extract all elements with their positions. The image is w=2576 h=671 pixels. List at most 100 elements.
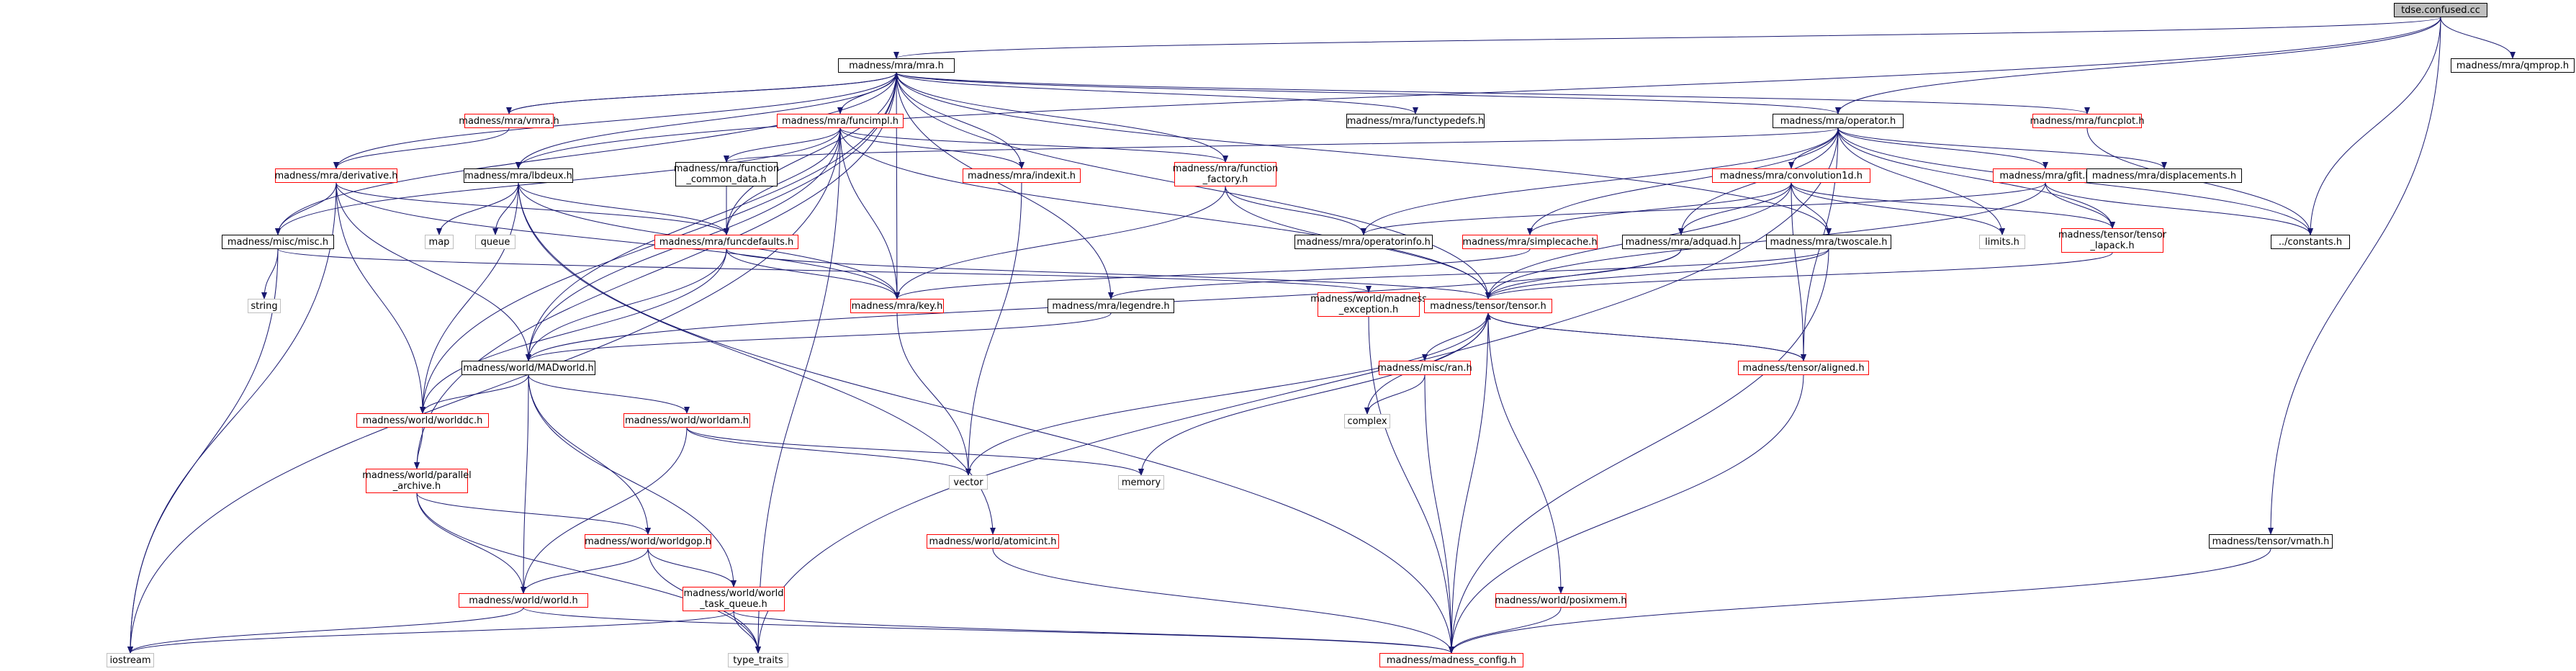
edge-mra-to-lbdeux bbox=[515, 72, 897, 169]
node-vmath-h[interactable]: madness/tensor/vmath.h bbox=[2209, 534, 2333, 549]
node-function-factory-h[interactable]: madness/mra/function _factory.h bbox=[1172, 162, 1279, 186]
edge-lbdeux-to-atomicint bbox=[518, 182, 996, 535]
edge-operator-to-limits bbox=[1837, 127, 2005, 235]
edge-root-to-vmath bbox=[2268, 17, 2441, 535]
edge-funcdefaults-to-tensor bbox=[726, 248, 1491, 300]
node-iostream: iostream bbox=[107, 653, 154, 667]
edge-ran-to-madness_config bbox=[1424, 374, 1454, 654]
edge-task_queue-to-iostream bbox=[127, 611, 734, 654]
node-functypedefs-h[interactable]: madness/mra/functypedefs.h bbox=[1346, 114, 1485, 128]
node-derivative-h[interactable]: madness/mra/derivative.h bbox=[274, 168, 398, 183]
edge-tensor-to-madness_config bbox=[1449, 312, 1489, 654]
node-limits-h: limits.h bbox=[1979, 235, 2025, 249]
node-aligned-h[interactable]: madness/tensor/aligned.h bbox=[1738, 361, 1869, 375]
node-operator-h[interactable]: madness/mra/operator.h bbox=[1773, 114, 1904, 128]
edge-mra-to-legendre bbox=[896, 72, 1114, 300]
edge-posixmem-to-madness_config bbox=[1449, 607, 1562, 654]
edge-lbdeux-to-worlddc bbox=[420, 182, 519, 414]
edge-simplecache-to-key bbox=[894, 248, 1531, 300]
node-funcdefaults-h[interactable]: madness/mra/funcdefaults.h bbox=[654, 235, 798, 249]
node-convolution1d-h[interactable]: madness/mra/convolution1d.h bbox=[1712, 168, 1870, 183]
node-twoscale-h[interactable]: madness/mra/twoscale.h bbox=[1766, 235, 1891, 249]
edge-twoscale-to-madness_config bbox=[1449, 248, 1829, 654]
node-lbdeux-h[interactable]: madness/mra/lbdeux.h bbox=[464, 168, 573, 183]
node-tensor-h[interactable]: madness/tensor/tensor.h bbox=[1424, 299, 1552, 313]
edge-vmra-to-mra bbox=[508, 72, 899, 114]
node-mra-h[interactable]: madness/mra/mra.h bbox=[838, 58, 955, 73]
node-worlddc-h[interactable]: madness/world/worlddc.h bbox=[356, 413, 489, 428]
edge-funcimpl-to-function_factory bbox=[839, 127, 1228, 163]
node-funcimpl-h[interactable]: madness/mra/funcimpl.h bbox=[777, 114, 904, 128]
node-legendre-h[interactable]: madness/mra/legendre.h bbox=[1048, 299, 1174, 313]
node-simplecache-h[interactable]: madness/mra/simplecache.h bbox=[1462, 235, 1598, 249]
edge-twoscale-to-tensor bbox=[1485, 248, 1829, 300]
node-world-task-queue-h[interactable]: madness/world/world _task_queue.h bbox=[683, 587, 785, 611]
node-posixmem-h[interactable]: madness/world/posixmem.h bbox=[1495, 593, 1627, 608]
edge-atomicint-to-madness_config bbox=[992, 548, 1454, 654]
node-string: string bbox=[248, 299, 281, 313]
node-adquad-h[interactable]: madness/mra/adquad.h bbox=[1622, 235, 1740, 249]
edge-legendre-to-madworld bbox=[526, 312, 1112, 361]
edge-funcimpl-to-tensor bbox=[839, 127, 1491, 300]
edge-mra-to-function_factory bbox=[896, 72, 1228, 163]
edge-lbdeux-to-madness_config bbox=[518, 182, 1454, 654]
edge-operator-to-operatorinfo bbox=[1361, 127, 1839, 235]
node-world-h[interactable]: madness/world/world.h bbox=[459, 593, 588, 608]
edge-derivative-to-worlddc bbox=[335, 182, 425, 414]
edge-funcimpl-to-type_traits bbox=[755, 127, 841, 654]
edge-convolution1d-to-adquad bbox=[1678, 182, 1792, 235]
edge-tensor_lapack-to-tensor bbox=[1485, 252, 2113, 300]
edge-mra-to-functypedefs bbox=[896, 72, 1418, 114]
edge-gfit-to-operatorinfo bbox=[1361, 182, 2046, 235]
edge-worldam-to-memory bbox=[686, 427, 1144, 476]
edge-funcdefaults-to-key bbox=[726, 248, 900, 300]
edge-operator-to-type_traits bbox=[755, 127, 1839, 654]
edge-root-to-mra bbox=[893, 17, 2441, 59]
edge-vmra-to-derivative bbox=[333, 127, 510, 169]
node-madness-exception-h[interactable]: madness/world/madness _exception.h bbox=[1310, 292, 1427, 317]
edge-function_factory-to-key bbox=[894, 186, 1226, 300]
edge-gfit-to-constants bbox=[2045, 182, 2313, 235]
node-qmprop-h[interactable]: madness/mra/qmprop.h bbox=[2451, 58, 2575, 73]
edge-convolution1d-to-simplecache bbox=[1527, 182, 1792, 235]
edge-derivative-to-iostream bbox=[127, 182, 337, 654]
node-key-h[interactable]: madness/mra/key.h bbox=[850, 299, 944, 313]
node-displacements-h[interactable]: madness/mra/displacements.h bbox=[2086, 168, 2242, 183]
node-function-common-data-h[interactable]: madness/mra/function _common_data.h bbox=[673, 162, 780, 186]
edge-aligned-to-tensor bbox=[1485, 312, 1804, 361]
node-parallel-archive-h[interactable]: madness/world/parallel _archive.h bbox=[362, 469, 472, 493]
edge-worldgop-to-world bbox=[521, 548, 649, 594]
edge-funcimpl-to-key bbox=[839, 127, 900, 300]
edge-parallel_archive-to-world bbox=[416, 492, 526, 594]
node-funcplot-h[interactable]: madness/mra/funcplot.h bbox=[2030, 114, 2144, 128]
node-tensor-lapack-h[interactable]: madness/tensor/tensor _lapack.h bbox=[2058, 228, 2167, 253]
node-gfit-h[interactable]: madness/mra/gfit.h bbox=[1993, 168, 2098, 183]
edge-mra-to-funcdefaults bbox=[724, 72, 897, 235]
edge-mra-to-misc bbox=[275, 72, 897, 235]
node-madworld-h[interactable]: madness/world/MADworld.h bbox=[461, 361, 595, 375]
node-ran-h[interactable]: madness/misc/ran.h bbox=[1377, 361, 1472, 375]
edge-madworld-to-worldgop bbox=[528, 374, 651, 535]
node-indexit-h[interactable]: madness/mra/indexit.h bbox=[963, 168, 1081, 183]
node-vector: vector bbox=[949, 475, 988, 490]
node-worldgop-h[interactable]: madness/world/worldgop.h bbox=[585, 534, 711, 549]
edge-lbdeux-to-funcdefaults bbox=[518, 182, 729, 235]
edge-aligned-to-madness_config bbox=[1449, 374, 1804, 654]
node-constants-h[interactable]: ../constants.h bbox=[2271, 235, 2350, 249]
node-misc-h[interactable]: madness/misc/misc.h bbox=[222, 235, 334, 249]
node-map: map bbox=[425, 235, 454, 249]
node-operatorinfo-h[interactable]: madness/mra/operatorinfo.h bbox=[1294, 235, 1433, 249]
node-madness-config-h[interactable]: madness/madness_config.h bbox=[1379, 653, 1523, 667]
edge-mra-to-operator bbox=[896, 72, 1841, 114]
edge-parallel_archive-to-worldgop bbox=[416, 492, 651, 535]
node-queue: queue bbox=[475, 235, 515, 249]
edge-worlddc-to-parallel_archive bbox=[414, 427, 423, 469]
node-vmra-h[interactable]: madness/mra/vmra.h bbox=[459, 114, 559, 128]
edge-madworld-to-worlddc bbox=[420, 374, 529, 414]
node-atomicint-h[interactable]: madness/world/atomicint.h bbox=[927, 534, 1059, 549]
node-complex: complex bbox=[1344, 414, 1390, 428]
edge-madworld-to-task_queue bbox=[528, 374, 737, 587]
node-worldam-h[interactable]: madness/world/worldam.h bbox=[623, 413, 750, 428]
edge-worldam-to-vector bbox=[686, 427, 971, 476]
